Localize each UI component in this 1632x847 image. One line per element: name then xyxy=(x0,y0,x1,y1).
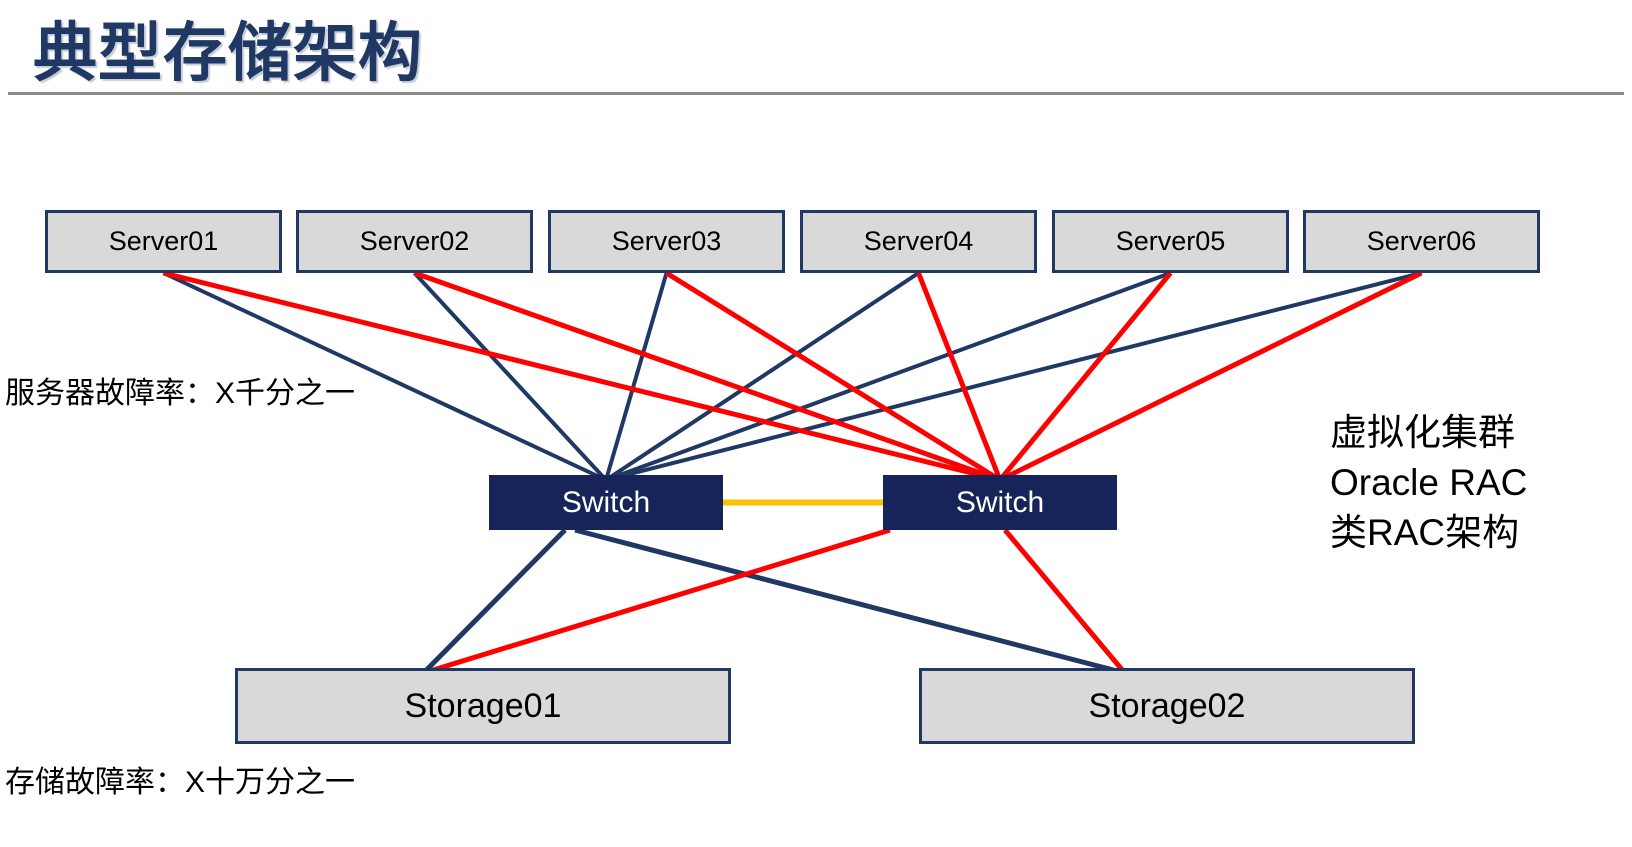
switch-label: Switch xyxy=(561,485,651,519)
server-box-5: Server05 xyxy=(1052,210,1289,273)
page-title: 典型存储架构 xyxy=(33,17,423,89)
cluster-note-line-1: 虚拟化集群 xyxy=(1330,412,1515,453)
server-label: Server03 xyxy=(611,226,722,256)
storage-box-1: Storage01 xyxy=(235,668,731,744)
server-label: Server05 xyxy=(1115,226,1226,256)
cluster-note-line-2: Oracle RAC xyxy=(1330,462,1528,503)
cluster-note-line-3: 类RAC架构 xyxy=(1330,512,1520,553)
server-label: Server02 xyxy=(359,226,470,256)
cluster-note: 虚拟化集群 Oracle RAC 类RAC架构 xyxy=(1330,408,1527,558)
switch-box-left: Switch xyxy=(489,475,723,530)
storage-failure-note: 存储故障率：X十万分之一 xyxy=(5,766,356,799)
server-box-6: Server06 xyxy=(1303,210,1540,273)
server-box-4: Server04 xyxy=(800,210,1037,273)
server-box-1: Server01 xyxy=(45,210,282,273)
storage-box-2: Storage02 xyxy=(919,668,1415,744)
switch-box-right: Switch xyxy=(883,475,1117,530)
title-underline xyxy=(8,92,1624,95)
server-label: Server06 xyxy=(1366,226,1477,256)
server-failure-note: 服务器故障率：X千分之一 xyxy=(5,377,356,410)
server-box-3: Server03 xyxy=(548,210,785,273)
server-box-2: Server02 xyxy=(296,210,533,273)
storage-label: Storage02 xyxy=(1088,686,1246,725)
storage-label: Storage01 xyxy=(404,686,562,725)
switch-label: Switch xyxy=(955,485,1045,519)
server-label: Server04 xyxy=(863,226,974,256)
server-label: Server01 xyxy=(108,226,219,256)
